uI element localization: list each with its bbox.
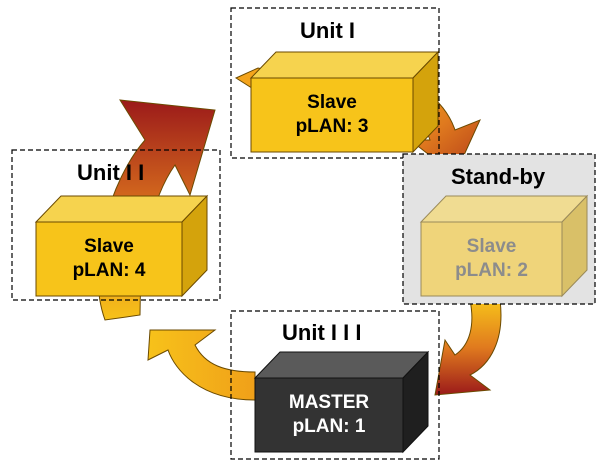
unit2-role: Slave (84, 236, 134, 257)
unit2-address: pLAN: 4 (72, 260, 146, 281)
unit1-role: Slave (307, 92, 357, 113)
unit3-role: MASTER (288, 392, 370, 413)
unit2-box (34, 194, 209, 298)
arrow-standby-to-unit3 (434, 299, 502, 396)
unit3-address: pLAN: 1 (292, 416, 366, 437)
unit2-label: Unit I I (77, 160, 145, 185)
unit2-box-text: Slave pLAN: 4 (36, 235, 182, 283)
standby-label: Stand-by (451, 164, 546, 189)
unit2-frame (11, 149, 221, 301)
unit1-label: Unit I (300, 18, 355, 43)
unit3-box-text: MASTER pLAN: 1 (255, 391, 403, 439)
unit1-box (249, 50, 440, 154)
standby-address: pLAN: 2 (455, 260, 528, 281)
unit3-label: Unit I I I (282, 320, 362, 345)
unit1-frame (230, 7, 440, 159)
standby-box-text: Slave pLAN: 2 (421, 235, 562, 283)
arrow-unit3-to-unit2 (147, 329, 256, 401)
unit3-frame (230, 310, 440, 460)
unit1-address: pLAN: 3 (295, 116, 369, 137)
standby-role: Slave (466, 236, 517, 257)
unit1-box-text: Slave pLAN: 3 (251, 91, 413, 139)
unit3-box (253, 350, 430, 454)
standby-box (419, 194, 589, 298)
